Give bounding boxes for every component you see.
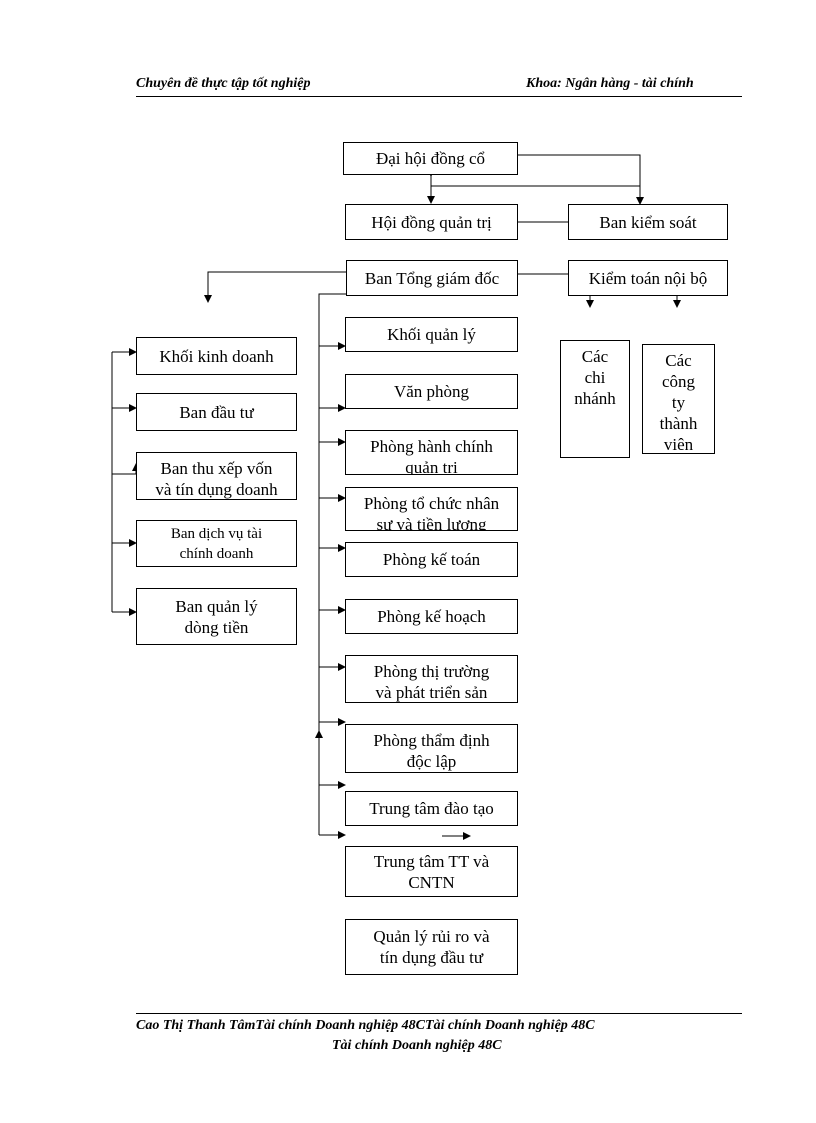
box-department-9: Trung tâm TT và CNTN [345, 846, 518, 897]
box-department-8: Trung tâm đào tạo [345, 791, 518, 826]
box-branches: Các chi nhánh [560, 340, 630, 458]
box-department-10: Quản lý rủi ro và tín dụng đầu tư [345, 919, 518, 975]
footer-line-2: Tài chính Doanh nghiệp 48C [332, 1038, 502, 1053]
box-department-7: Phòng thẩm định độc lập [345, 724, 518, 773]
box-department-5: Phòng kế hoạch [345, 599, 518, 634]
box-business-unit-0: Khối kinh doanh [136, 337, 297, 375]
footer-rule [136, 1013, 742, 1014]
header-right: Khoa: Ngân hàng - tài chính [526, 76, 694, 91]
box-business-unit-1: Ban đầu tư [136, 393, 297, 431]
box-business-unit-4: Ban quản lý dòng tiền [136, 588, 297, 645]
box-department-6: Phòng thị trường và phát triển sản [345, 655, 518, 703]
footer-line-1: Cao Thị Thanh TâmTài chính Doanh nghiệp … [136, 1018, 595, 1033]
box-shareholders: Đại hội đồng cổ [343, 142, 518, 175]
header-left: Chuyên đề thực tập tốt nghiệp [136, 76, 311, 91]
box-department-3: Phòng tổ chức nhân sự và tiền lương [345, 487, 518, 531]
box-department-2: Phòng hành chính quản trị [345, 430, 518, 475]
box-department-4: Phòng kế toán [345, 542, 518, 577]
box-member-companies: Các công ty thành viên [642, 344, 715, 454]
box-department-0: Khối quản lý [345, 317, 518, 352]
box-supervisory: Ban kiểm soát [568, 204, 728, 240]
box-department-1: Văn phòng [345, 374, 518, 409]
box-business-unit-3: Ban dịch vụ tài chính doanh [136, 520, 297, 567]
department-bus-line [318, 293, 346, 835]
shareholders-supervisory-line [518, 154, 644, 205]
box-business-unit-2: Ban thu xếp vốn và tín dụng doanh [136, 452, 297, 500]
ceo-left-arrow [204, 271, 346, 303]
box-board: Hội đồng quản trị [345, 204, 518, 240]
box-ceo: Ban Tổng giám đốc [346, 260, 518, 296]
header-rule [136, 96, 742, 97]
box-internal-audit: Kiểm toán nội bộ [568, 260, 728, 296]
